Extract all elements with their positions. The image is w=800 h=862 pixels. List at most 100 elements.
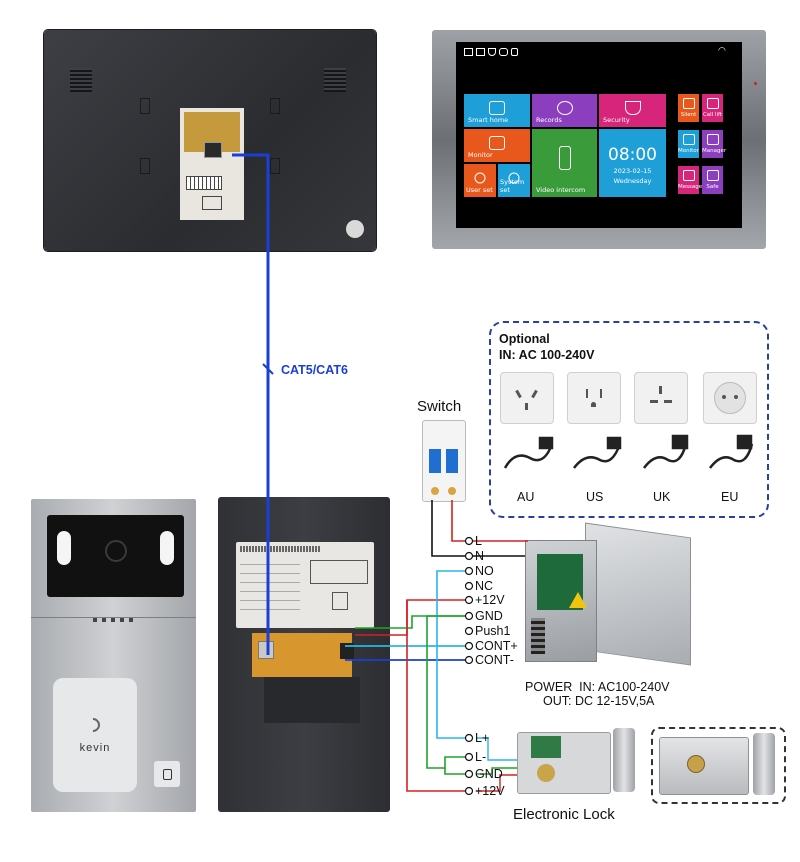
terminal-dot bbox=[464, 551, 474, 561]
speaker-grille-right bbox=[324, 68, 346, 92]
rj45-port bbox=[204, 142, 222, 158]
wire-red-12v-lock bbox=[406, 600, 465, 792]
message-icon bbox=[499, 48, 508, 56]
call-button[interactable] bbox=[154, 761, 180, 787]
lock-gear bbox=[537, 764, 555, 782]
wire-lock-out3 bbox=[476, 774, 517, 792]
wire-black-l bbox=[431, 500, 465, 557]
home-icon bbox=[464, 48, 473, 56]
wire-red-12v-panel bbox=[355, 599, 465, 636]
plug-cord-au-icon bbox=[503, 436, 554, 469]
monitor-screen: ◠ Smart home Records Security Monitor Vi… bbox=[456, 42, 742, 228]
terminal-dot bbox=[464, 733, 474, 743]
terminal-label-nc: NC bbox=[475, 579, 494, 593]
terminal-dot bbox=[464, 611, 474, 621]
breaker-toggle-left bbox=[429, 449, 441, 473]
bell-icon bbox=[163, 769, 172, 780]
speaker-dots bbox=[93, 618, 137, 622]
terminal-dot bbox=[464, 752, 474, 762]
clock-tile: 08:00 2023-02-15 Wednesday bbox=[599, 129, 666, 197]
panel-brand: kevin bbox=[79, 742, 111, 754]
electronic-lock-label: Electronic Lock bbox=[513, 806, 615, 823]
power-caption-out: OUT: DC 12-15V,5A bbox=[543, 694, 655, 708]
phone-icon bbox=[511, 48, 518, 56]
terminal-label-l-plus: L+ bbox=[475, 731, 490, 745]
terminal-dot bbox=[464, 626, 474, 636]
tile-system-set[interactable]: System set bbox=[498, 164, 530, 197]
speaker-grille-left bbox=[70, 68, 92, 92]
tile-message[interactable]: Message bbox=[678, 166, 702, 194]
tile-user-set[interactable]: User set bbox=[464, 164, 496, 197]
qualified-certificate-label bbox=[236, 542, 374, 628]
ir-led-right bbox=[160, 531, 174, 565]
terminal-dot bbox=[464, 641, 474, 651]
plug-label-au: AU bbox=[517, 490, 535, 504]
terminal-strip bbox=[186, 176, 222, 190]
tile-silent[interactable]: Silent bbox=[678, 94, 699, 122]
monitor-back bbox=[44, 30, 376, 251]
clock-day: Wednesday bbox=[613, 177, 652, 185]
ir-led-left bbox=[57, 531, 71, 565]
terminal-label-l: L bbox=[475, 534, 482, 548]
tile-safe[interactable]: Safe bbox=[702, 166, 723, 194]
optional-title: Optional bbox=[499, 332, 550, 346]
tile-call-lift[interactable]: Call lift bbox=[702, 94, 723, 122]
terminal-dot bbox=[464, 655, 474, 665]
socket-eu-icon bbox=[703, 372, 757, 424]
status-bar bbox=[464, 48, 534, 56]
tile-security[interactable]: Security bbox=[599, 94, 666, 127]
panel-divider bbox=[31, 617, 196, 618]
wire-green-gnd-panel bbox=[355, 615, 465, 629]
cat-cable bbox=[232, 153, 270, 655]
camera-lens-icon bbox=[105, 540, 127, 562]
mount-hook bbox=[140, 98, 150, 114]
breaker-terminal bbox=[431, 487, 439, 495]
optional-plugs-box bbox=[489, 321, 769, 518]
terminal-label-n: N bbox=[475, 549, 485, 563]
mount-hook bbox=[270, 158, 280, 174]
cable-tick bbox=[262, 363, 274, 375]
tile-video-intercom[interactable]: Video intercom bbox=[532, 129, 597, 197]
key-cylinder-icon bbox=[687, 755, 705, 773]
outdoor-panel-front: kevin bbox=[31, 499, 196, 812]
port-box bbox=[202, 196, 222, 210]
wire-cyan-no bbox=[436, 570, 465, 739]
terminal-label-cont-minus: CONT- bbox=[475, 653, 514, 667]
terminal-dot bbox=[464, 581, 474, 591]
tile-records[interactable]: Records bbox=[532, 94, 597, 127]
terminal-label-no: NO bbox=[475, 564, 494, 578]
terminal-dot bbox=[464, 786, 474, 796]
plug-cord-eu-icon bbox=[709, 434, 754, 469]
wire-lock-out2 bbox=[476, 767, 517, 775]
wire-lock-out bbox=[476, 737, 517, 761]
socket-uk-icon bbox=[634, 372, 688, 424]
plug-label-uk: UK bbox=[653, 490, 671, 504]
tile-side-monitor[interactable]: Monitor bbox=[678, 130, 699, 158]
terminal-dot bbox=[464, 595, 474, 605]
breaker-terminal bbox=[448, 487, 456, 495]
terminal-label-l-minus: L- bbox=[475, 750, 487, 764]
camera-window bbox=[47, 515, 184, 597]
plug-label-eu: EU bbox=[721, 490, 739, 504]
warning-icon bbox=[569, 592, 587, 608]
socket-us-icon bbox=[567, 372, 621, 424]
terminal-connector bbox=[340, 643, 354, 659]
rfid-card-area: kevin bbox=[53, 678, 137, 792]
terminal-dot bbox=[464, 566, 474, 576]
terminal-dot bbox=[464, 769, 474, 779]
clock-date: 2023-02-15 bbox=[613, 167, 652, 175]
monitor-front: ◠ Smart home Records Security Monitor Vi… bbox=[432, 30, 766, 249]
wire-green-gnd-lock2 bbox=[444, 768, 465, 775]
tile-manager[interactable]: Manager bbox=[702, 130, 726, 158]
optional-input-voltage: IN: AC 100-240V bbox=[499, 348, 595, 362]
psu-terminal-block bbox=[531, 618, 545, 654]
terminal-label-lock-gnd: GND bbox=[475, 767, 503, 781]
tile-smart-home[interactable]: Smart home bbox=[464, 94, 530, 127]
terminal-label-cont-plus: CONT+ bbox=[475, 639, 518, 653]
terminal-label-lock-12v: +12V bbox=[475, 784, 505, 798]
breaker-toggle-right bbox=[446, 449, 458, 473]
logo-sticker bbox=[346, 220, 364, 238]
power-caption-in: POWER IN: AC100-240V bbox=[525, 680, 670, 694]
tile-monitor[interactable]: Monitor bbox=[464, 129, 530, 162]
